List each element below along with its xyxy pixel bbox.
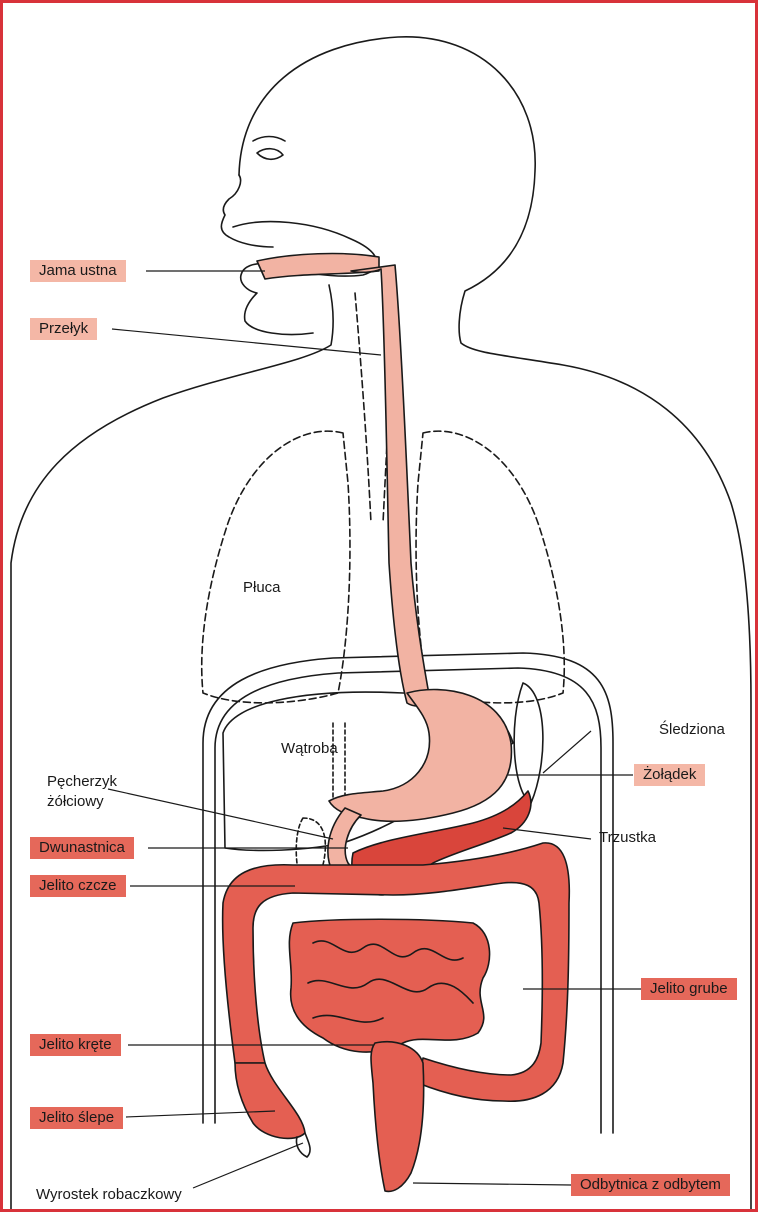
label-pecherzyk-line2: żółciowy	[47, 793, 104, 811]
label-jelito-krete: Jelito kręte	[30, 1034, 121, 1056]
cecum	[235, 1063, 305, 1138]
label-pecherzyk-line1: Pęcherzyk	[47, 773, 117, 791]
eye	[257, 149, 283, 160]
label-wyrostek: Wyrostek robaczkowy	[36, 1186, 182, 1204]
lung-left	[202, 431, 350, 703]
label-jelito-grube: Jelito grube	[641, 978, 737, 1000]
label-przelyk: Przełyk	[30, 318, 97, 340]
leader-odbytnica	[413, 1183, 571, 1185]
small-intestine	[289, 919, 489, 1052]
label-dwunastnica: Dwunastnica	[30, 837, 134, 859]
label-pluca: Płuca	[243, 579, 281, 597]
leader-pecherzyk	[108, 789, 333, 839]
eyebrow	[253, 137, 285, 142]
label-jelito-czcze: Jelito czcze	[30, 875, 126, 897]
digestive-system-illustration	[3, 3, 758, 1212]
body-outline	[239, 37, 751, 1212]
label-trzustka: Trzustka	[599, 829, 656, 847]
face-profile	[221, 175, 273, 247]
stomach	[329, 690, 511, 822]
rectum	[371, 1042, 424, 1192]
esophagus	[351, 265, 431, 706]
leader-przelyk	[112, 329, 381, 355]
mouth-outline	[233, 222, 377, 335]
label-jama-ustna: Jama ustna	[30, 260, 126, 282]
label-jelito-slepe: Jelito ślepe	[30, 1107, 123, 1129]
lung-right	[416, 431, 564, 703]
label-zoladek: Żołądek	[634, 764, 705, 786]
leader-trzustka	[503, 828, 591, 839]
label-odbytnica: Odbytnica z odbytem	[571, 1174, 730, 1196]
label-sledziona: Śledziona	[659, 721, 725, 739]
leader-wyrostek	[193, 1143, 303, 1188]
label-watroba: Wątroba	[281, 740, 338, 758]
leader-sledziona	[543, 731, 591, 773]
